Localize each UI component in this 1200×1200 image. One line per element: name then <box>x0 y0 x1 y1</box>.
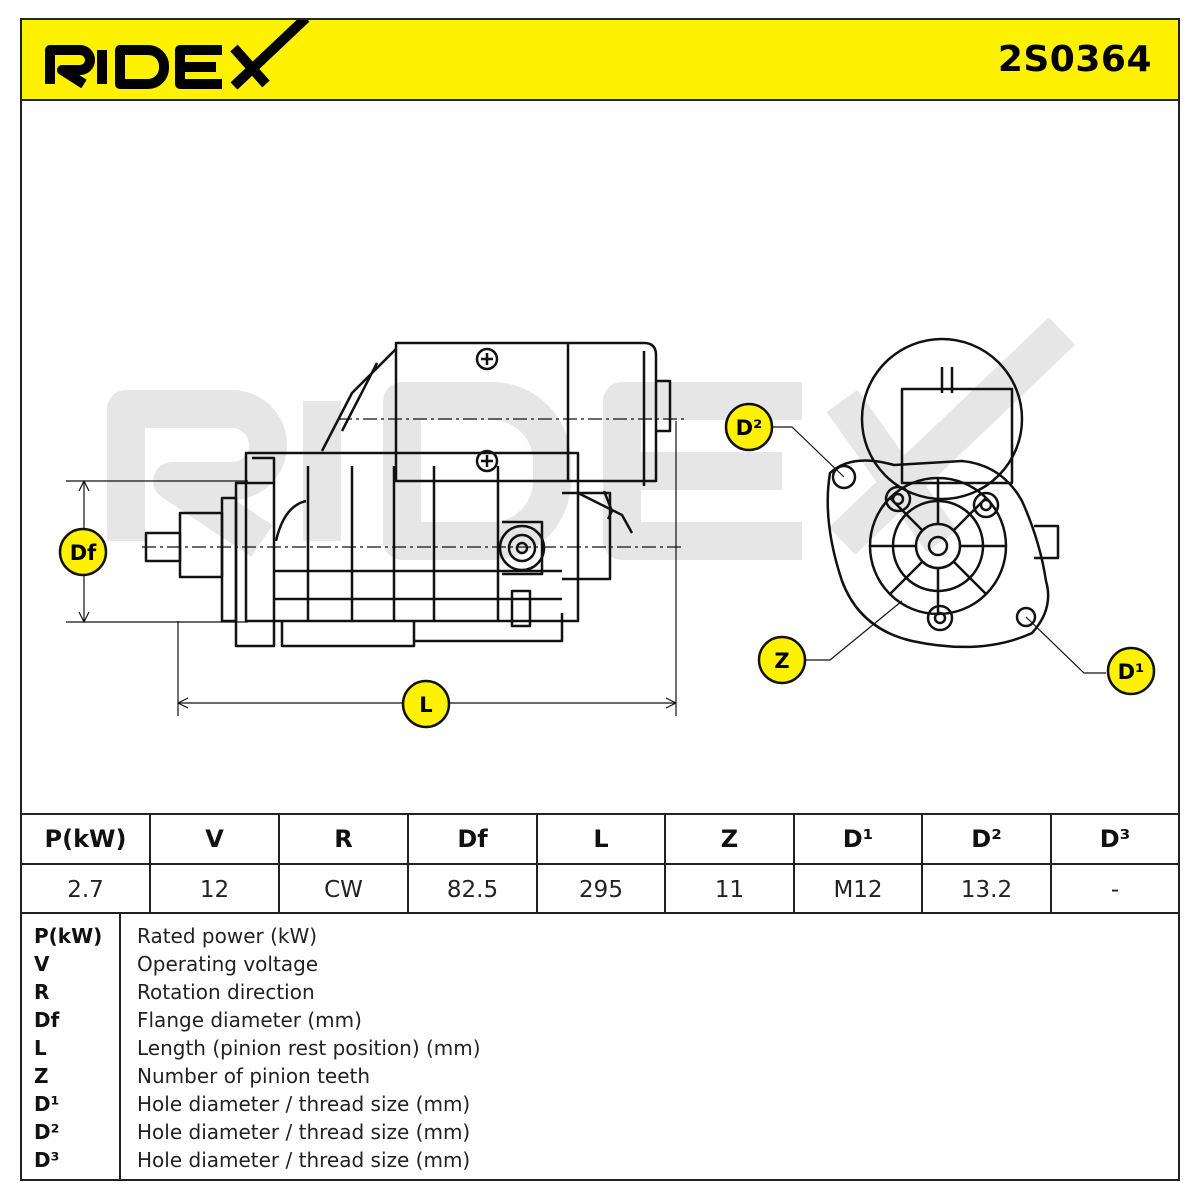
spec-value: 13.2 <box>960 876 1013 903</box>
legend-row: Df Flange diameter (mm) <box>22 1006 1178 1034</box>
spec-column: D² 13.2 <box>923 815 1052 912</box>
legend-table: P(kW) Rated power (kW) V Operating volta… <box>22 914 1178 1179</box>
spec-header: V <box>151 815 278 865</box>
spec-header: Z <box>666 815 793 865</box>
legend-symbol: D¹ <box>34 1092 60 1116</box>
dimension-lines <box>66 418 684 716</box>
legend-row: L Length (pinion rest position) (mm) <box>22 1034 1178 1062</box>
legend-description: Hole diameter / thread size (mm) <box>137 1120 471 1144</box>
legend-row: P(kW) Rated power (kW) <box>22 922 1178 950</box>
specs-table: P(kW) 2.7 V 12 R CW Df 82.5 L 295 Z 11 D… <box>22 813 1178 914</box>
legend-symbol: D² <box>34 1120 60 1144</box>
legend-row: D³ Hole diameter / thread size (mm) <box>22 1146 1178 1174</box>
spec-column: L 295 <box>538 815 666 912</box>
spec-value: 12 <box>199 876 230 903</box>
callout-d2-label: D² <box>736 416 763 440</box>
spec-value: M12 <box>833 876 883 903</box>
legend-symbol: V <box>34 952 50 976</box>
legend-description: Flange diameter (mm) <box>137 1008 362 1032</box>
spec-value: - <box>1110 876 1120 903</box>
spec-value: 82.5 <box>446 876 499 903</box>
spec-value: CW <box>324 876 363 903</box>
spec-header: L <box>538 815 664 865</box>
callout-l: L <box>401 679 451 729</box>
legend-description: Number of pinion teeth <box>137 1064 371 1088</box>
legend-description: Length (pinion rest position) (mm) <box>137 1036 481 1060</box>
spec-header: D¹ <box>795 815 921 865</box>
callout-z-label: Z <box>774 649 789 673</box>
legend-row: Z Number of pinion teeth <box>22 1062 1178 1090</box>
callout-df-label: Df <box>70 541 97 565</box>
legend-symbol: Df <box>34 1008 60 1032</box>
spec-column: D¹ M12 <box>795 815 923 912</box>
callout-z: Z <box>757 635 807 685</box>
legend-symbol: R <box>34 980 50 1004</box>
legend-description: Rotation direction <box>137 980 315 1004</box>
spec-column: P(kW) 2.7 <box>22 815 151 912</box>
spec-column: Z 11 <box>666 815 795 912</box>
spec-column: R CW <box>280 815 409 912</box>
callout-d1-label: D¹ <box>1118 660 1145 684</box>
header-bar: 2S0364 <box>22 20 1178 101</box>
legend-description: Rated power (kW) <box>137 924 318 948</box>
spec-value: 11 <box>714 876 745 903</box>
legend-row: D² Hole diameter / thread size (mm) <box>22 1118 1178 1146</box>
starter-motor-drawing: Df L Z D¹ D² <box>58 317 1156 729</box>
spec-value: 295 <box>579 876 623 903</box>
spec-header: Df <box>409 815 536 865</box>
legend-symbol: P(kW) <box>34 924 103 948</box>
spec-header: P(kW) <box>22 815 149 865</box>
product-datasheet: 2S0364 <box>20 18 1180 1181</box>
legend-row: D¹ Hole diameter / thread size (mm) <box>22 1090 1178 1118</box>
part-number: 2S0364 <box>997 39 1152 80</box>
callout-df: Df <box>58 527 108 577</box>
spec-column: Df 82.5 <box>409 815 538 912</box>
legend-symbol: D³ <box>34 1148 60 1172</box>
spec-column: D³ - <box>1052 815 1178 912</box>
spec-header: R <box>280 815 407 865</box>
legend-divider <box>119 914 121 1179</box>
technical-drawing: Df L Z D¹ D² <box>22 101 1178 813</box>
legend-description: Hole diameter / thread size (mm) <box>137 1092 471 1116</box>
spec-header: D² <box>923 815 1050 865</box>
spec-column: V 12 <box>151 815 280 912</box>
callout-l-label: L <box>419 693 432 717</box>
legend-row: R Rotation direction <box>22 978 1178 1006</box>
spec-value: 2.7 <box>67 876 104 903</box>
callout-d2: D² <box>724 402 774 452</box>
callout-d1: D¹ <box>1106 646 1156 696</box>
spec-header: D³ <box>1052 815 1178 865</box>
legend-symbol: L <box>34 1036 47 1060</box>
starter-side-view <box>144 341 672 648</box>
watermark-logo <box>107 317 1076 560</box>
legend-row: V Operating voltage <box>22 950 1178 978</box>
legend-symbol: Z <box>34 1064 49 1088</box>
legend-description: Operating voltage <box>137 952 319 976</box>
callout-leaders <box>766 426 1106 674</box>
legend-description: Hole diameter / thread size (mm) <box>137 1148 471 1172</box>
ridex-logo <box>45 20 310 90</box>
starter-front-view <box>826 337 1060 649</box>
